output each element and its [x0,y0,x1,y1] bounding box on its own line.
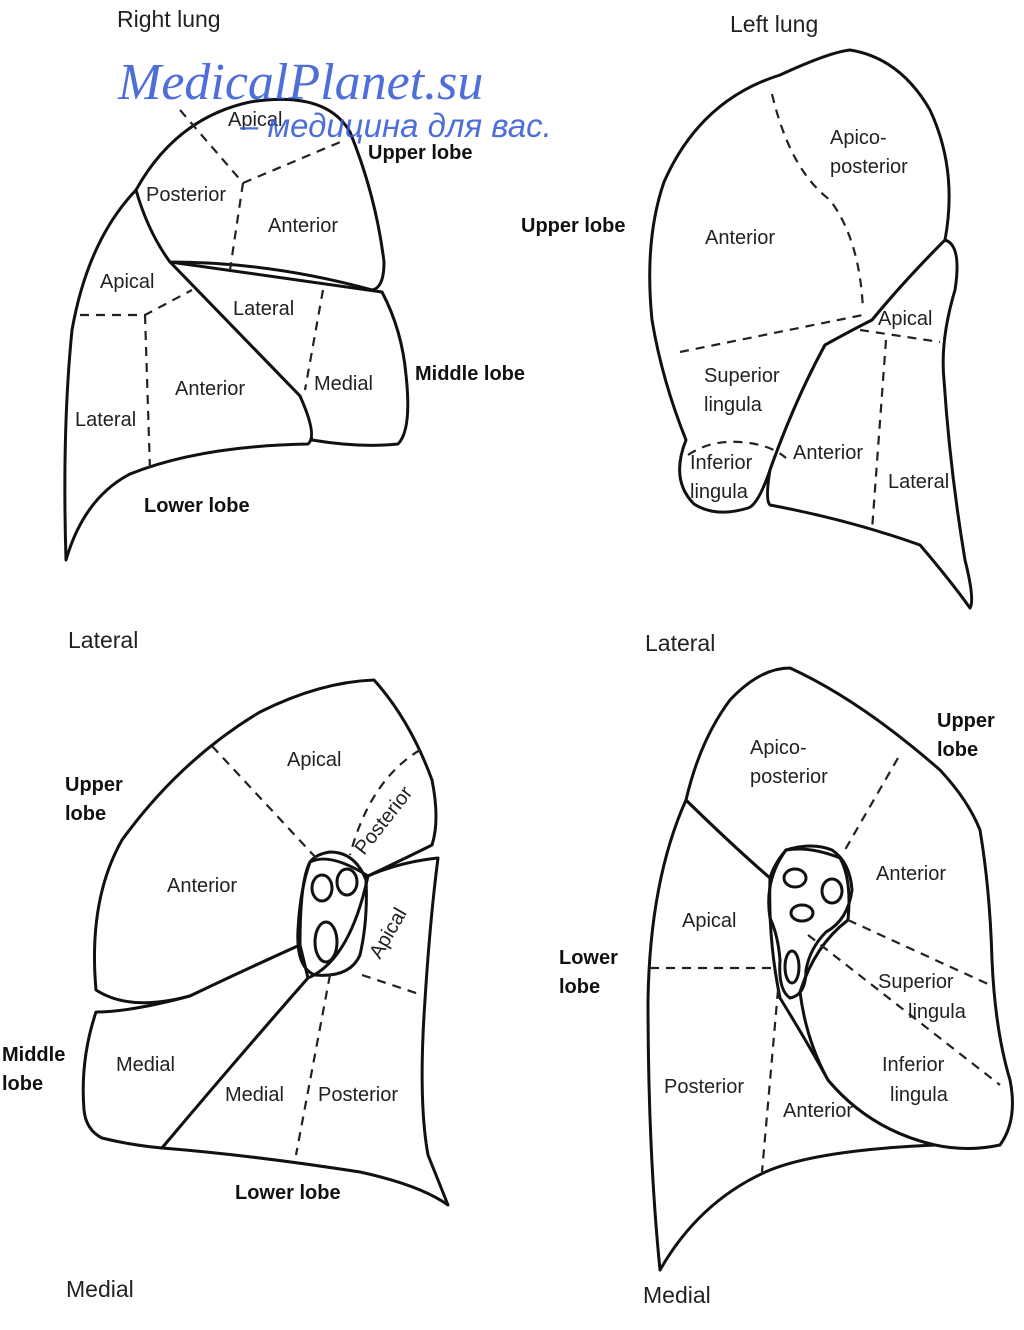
right-lateral-lower-lobe-outline [63,188,314,562]
right-medial-lower-lobe-label: Lower lobe [235,1182,341,1204]
left-medial-hilum [767,844,854,1000]
left-medial-upper-lobe-outline [684,666,1014,1150]
left-lateral-lower-lobe-outline [766,238,974,610]
left-lateral-lingula-inf-label: lingula [690,481,749,503]
right-medial-seg-line-1 [211,745,319,861]
watermark-tagline: – медицина для вас. [239,107,552,144]
right-lung-medial: Apical Posterior Anterior Apical Medial … [2,678,450,1207]
left-medial-inferior-label: Inferior [882,1054,945,1076]
left-lateral-inferior-label: Inferior [690,452,753,474]
lateral-caption-right: Lateral [645,630,715,656]
right-lateral-medial-middle-label: Medial [314,373,373,395]
left-lateral-seg-line-1 [770,93,865,311]
right-lateral-lower-lobe-label: Lower lobe [144,495,250,517]
right-medial-posterior-lower-label: Posterior [318,1084,398,1106]
left-medial-upper-lobe-label-2: lobe [937,739,978,761]
left-medial-upper-lobe-label-1: Upper [937,710,995,732]
left-lateral-upper-lobe-label: Upper lobe [521,215,625,237]
right-lateral-apical-upper-label: Apical [228,109,282,131]
right-medial-seg-line-2 [348,749,421,856]
left-lung-caption: Left lung [730,11,818,37]
left-medial-apical-label: Apical [682,910,736,932]
right-medial-lower-lobe-outline [160,856,450,1207]
right-lateral-seg-line-6 [143,314,152,471]
right-lateral-upper-lobe-label: Upper lobe [368,142,472,164]
lateral-caption-left: Lateral [68,627,138,653]
right-lateral-seg-line-4 [303,289,325,391]
right-medial-anterior-label: Anterior [167,875,237,897]
left-medial-lower-lobe-outline [646,798,937,1272]
left-medial-bronchus-1 [782,867,808,889]
left-medial-lower-lobe-label-1: Lower [559,947,618,969]
left-medial-vessel [783,949,801,985]
left-medial-posterior-label: posterior [750,766,828,788]
right-lateral-posterior-label: Posterior [146,184,226,206]
watermark-site: MedicalPlanet.su [117,54,483,111]
left-medial-seg-line-2 [847,918,991,987]
right-medial-bronchus-2 [335,867,359,897]
left-lateral-posterior-label: posterior [830,156,908,178]
left-lateral-anterior-upper-label: Anterior [705,227,775,249]
left-lateral-lingula-sup-label: lingula [704,394,763,416]
right-lung-lateral: Apical Posterior Anterior Apical Lateral… [63,97,525,562]
left-medial-seg-line-3 [807,934,1001,1086]
right-medial-upper-lobe-label-1: Upper [65,774,123,796]
left-lung-lateral: Apico- posterior Anterior Apical Superio… [521,48,974,610]
left-medial-bronchus-2 [820,877,844,905]
left-medial-bronchus-3 [789,903,815,923]
left-medial-posterior-lower-label: Posterior [664,1076,744,1098]
left-medial-seg-line-1 [841,757,899,856]
right-lateral-seg-line-2 [242,138,346,185]
left-medial-lingula-inf-label: lingula [890,1084,949,1106]
right-lateral-anterior-lower-label: Anterior [175,378,245,400]
left-medial-lower-lobe-label-2: lobe [559,976,600,998]
right-medial-middle-lobe-label-2: lobe [2,1073,43,1095]
right-medial-vessel [313,920,339,964]
left-lung-medial: Apico- posterior Anterior Apical Superio… [559,666,1014,1272]
left-lateral-seg-line-3 [859,328,941,344]
right-lung-caption: Right lung [117,6,221,32]
left-lateral-lingula-boundary [687,440,787,459]
right-lateral-seg-line-1 [179,109,244,184]
left-medial-lingula-sup-label: lingula [908,1001,967,1023]
right-medial-hilum [296,850,368,977]
right-lateral-apical-lower-label: Apical [100,271,154,293]
left-lateral-superior-label: Superior [704,365,780,387]
right-lateral-lateral-middle-label: Lateral [233,298,294,320]
left-medial-apico-label: Apico- [750,737,807,759]
right-lateral-lateral-lower-label: Lateral [75,409,136,431]
right-lateral-middle-lobe-outline [168,260,410,447]
right-medial-middle-lobe-label-1: Middle [2,1044,65,1066]
right-medial-bronchus-1 [310,873,334,903]
left-medial-anterior-upper-label: Anterior [876,863,946,885]
medial-caption-left: Medial [66,1276,134,1302]
right-lateral-upper-lobe-outline [134,97,386,292]
left-lateral-apico-label: Apico- [830,127,887,149]
left-lateral-upper-lobe-outline [648,48,951,514]
medial-caption-right: Medial [643,1282,711,1308]
left-lateral-lateral-label: Lateral [888,471,949,493]
left-medial-seg-line-5 [760,989,780,1173]
left-lateral-anterior-lower-label: Anterior [793,442,863,464]
left-medial-superior-label: Superior [878,971,954,993]
right-medial-seg-line-3 [361,973,423,997]
right-lateral-anterior-upper-label: Anterior [268,215,338,237]
right-medial-upper-lobe-label-2: lobe [65,803,106,825]
left-medial-anterior-lower-label: Anterior [783,1100,853,1122]
right-medial-apical-upper-label: Apical [287,749,341,771]
right-lateral-middle-lobe-label: Middle lobe [415,363,525,385]
right-medial-medial-middle-label: Medial [116,1054,175,1076]
right-medial-medial-lower-label: Medial [225,1084,284,1106]
right-medial-seg-line-4 [294,974,332,1156]
left-lateral-apical-label: Apical [878,308,932,330]
